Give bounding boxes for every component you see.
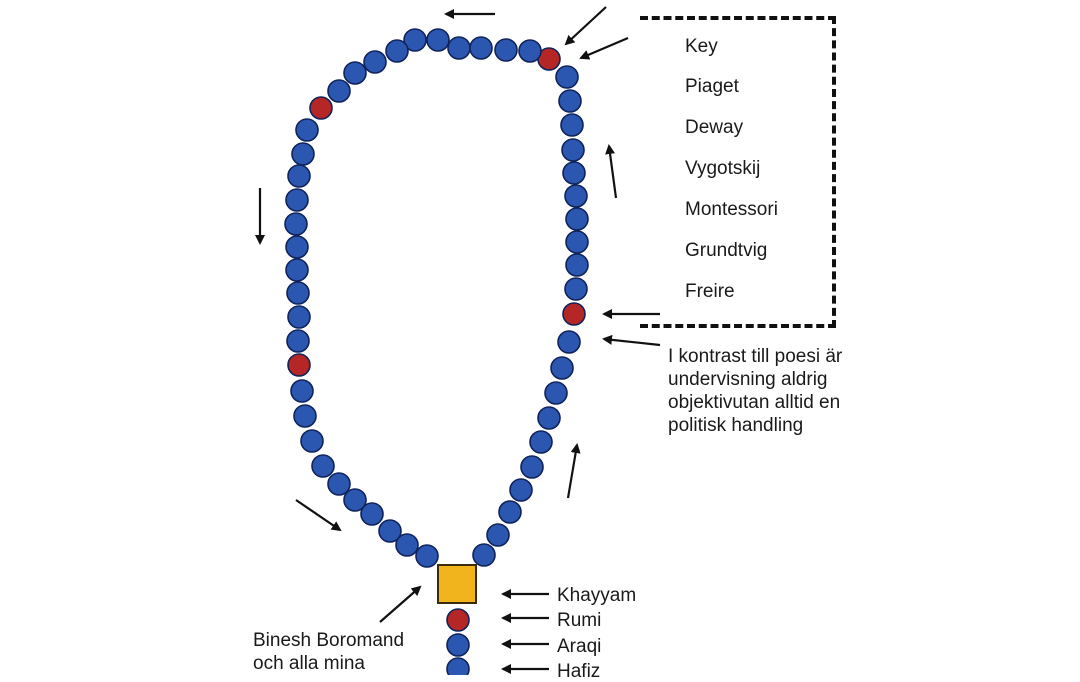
blue-bead — [564, 184, 588, 208]
blue-bead — [486, 523, 510, 547]
blue-bead — [403, 28, 427, 52]
key-item-deway: Deway — [685, 117, 744, 138]
blue-bead — [360, 502, 384, 526]
blue-bead — [520, 455, 544, 479]
red-bead — [309, 96, 333, 120]
blue-bead — [385, 39, 409, 63]
arrows-group — [255, 6, 661, 674]
blue-bead — [343, 61, 367, 85]
blue-bead — [560, 113, 584, 137]
poet-label-rumi: Rumi — [557, 610, 602, 631]
arrow-icon — [295, 499, 342, 532]
key-title: Key — [685, 36, 718, 57]
blue-bead — [561, 138, 585, 162]
blue-bead — [565, 230, 589, 254]
blue-bead — [565, 207, 589, 231]
key-item-freire: Freire — [685, 281, 735, 302]
blue-bead — [378, 519, 402, 543]
blue-bead — [529, 430, 553, 454]
blue-bead — [327, 472, 351, 496]
blue-bead — [509, 478, 533, 502]
blue-bead — [564, 277, 588, 301]
tassel-blue-bead — [446, 633, 470, 657]
blue-bead — [286, 281, 310, 305]
arrow-icon — [566, 443, 581, 499]
arrow-icon — [579, 36, 629, 60]
yellow-square-bead-icon — [437, 564, 477, 604]
blue-bead — [285, 235, 309, 259]
arrow-icon — [602, 334, 661, 347]
tassel-blue-bead — [446, 657, 470, 675]
blue-bead — [293, 404, 317, 428]
blue-bead — [415, 544, 439, 568]
blue-bead — [498, 500, 522, 524]
tassel-red-bead — [446, 608, 470, 632]
poet-label-araqi: Araqi — [557, 636, 602, 657]
key-item-piaget: Piaget — [685, 76, 739, 97]
key-legend-box — [640, 16, 836, 328]
key-item-montessori: Montessori — [685, 199, 778, 220]
blue-bead — [343, 488, 367, 512]
dedication-text: Binesh Boromand och alla mina — [253, 630, 405, 674]
bead-loop — [284, 28, 589, 675]
blue-bead — [537, 406, 561, 430]
arrow-icon — [605, 144, 618, 199]
blue-bead — [285, 258, 309, 282]
blue-bead — [285, 188, 309, 212]
blue-bead — [562, 161, 586, 185]
blue-bead — [300, 429, 324, 453]
quote-text: I kontrast till poesi är undervisning al… — [668, 346, 843, 436]
blue-bead — [494, 38, 518, 62]
blue-bead — [395, 533, 419, 557]
blue-bead — [544, 381, 568, 405]
blue-bead — [472, 543, 496, 567]
blue-bead — [426, 28, 450, 52]
blue-bead — [469, 36, 493, 60]
blue-bead — [565, 253, 589, 277]
blue-bead — [447, 36, 471, 60]
blue-bead — [287, 305, 311, 329]
blue-bead — [558, 89, 582, 113]
arrow-icon — [564, 6, 607, 46]
blue-bead — [286, 329, 310, 353]
blue-bead — [290, 379, 314, 403]
blue-bead — [291, 142, 315, 166]
poet-label-khayyam: Khayyam — [557, 585, 637, 606]
red-bead — [562, 302, 586, 326]
blue-bead — [311, 454, 335, 478]
blue-bead — [550, 356, 574, 380]
blue-bead — [295, 118, 319, 142]
blue-bead — [287, 164, 311, 188]
blue-bead — [557, 330, 581, 354]
blue-bead — [284, 212, 308, 236]
blue-bead — [555, 65, 579, 89]
blue-bead — [327, 79, 351, 103]
key-item-grundtvig: Grundtvig — [685, 240, 768, 261]
poet-label-hafiz: Hafiz — [557, 661, 601, 682]
blue-bead — [518, 39, 542, 63]
red-bead — [287, 353, 311, 377]
arrow-icon — [379, 585, 422, 623]
blue-bead — [363, 50, 387, 74]
key-item-vygotskij: Vygotskij — [685, 158, 761, 179]
